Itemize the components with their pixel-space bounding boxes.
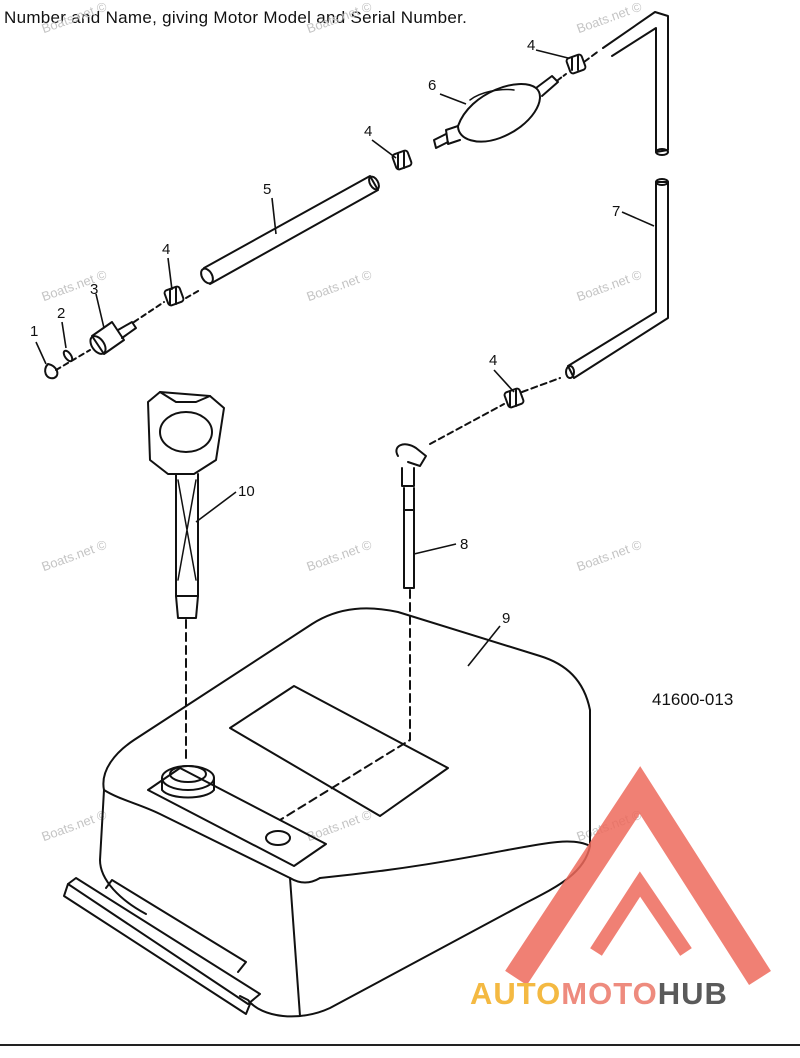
- centerline: [583, 49, 601, 63]
- callout-2: 2: [57, 305, 66, 322]
- callout-4: 4: [364, 123, 373, 140]
- callout-1: 1: [30, 323, 39, 340]
- callout-4: 4: [162, 241, 171, 258]
- callout-4: 4: [527, 37, 536, 54]
- clamp-4-lower: [503, 387, 525, 409]
- part-1: [44, 363, 59, 380]
- diagram-number: 41600-013: [652, 690, 734, 709]
- automotohub-logo-icon: [505, 766, 771, 986]
- callout-5: 5: [263, 181, 272, 198]
- callout-6: 6: [428, 77, 437, 94]
- leader-lines: [35, 49, 655, 667]
- callout-3: 3: [90, 281, 99, 298]
- bottom-divider: [0, 1044, 800, 1046]
- connector-3: [89, 321, 137, 355]
- callout-4: 4: [489, 352, 498, 369]
- hose-5: [200, 175, 380, 285]
- hose-upper-right: [602, 11, 669, 156]
- clamp-4-left: [163, 285, 185, 307]
- callout-8: 8: [460, 536, 469, 553]
- brand-hub: HUB: [657, 976, 728, 1011]
- automotohub-brand: AUTOMOTOHUB: [470, 976, 728, 1012]
- hose-7: [565, 178, 669, 379]
- fuel-pickup-8: [395, 443, 427, 589]
- clamp-4-top: [565, 53, 587, 75]
- fuel-gauge-10: [147, 391, 225, 619]
- callout-7: 7: [612, 203, 621, 220]
- brand-moto: MOTO: [561, 976, 658, 1011]
- callout-9: 9: [502, 610, 511, 627]
- brand-auto: AUTO: [470, 976, 562, 1011]
- primer-bulb-6: [433, 75, 559, 149]
- header-text: Number and Name, giving Motor Model and …: [4, 8, 468, 27]
- callout-10: 10: [238, 483, 255, 500]
- fuel-tank-9: [63, 607, 591, 1018]
- clamp-4-middle: [391, 149, 413, 171]
